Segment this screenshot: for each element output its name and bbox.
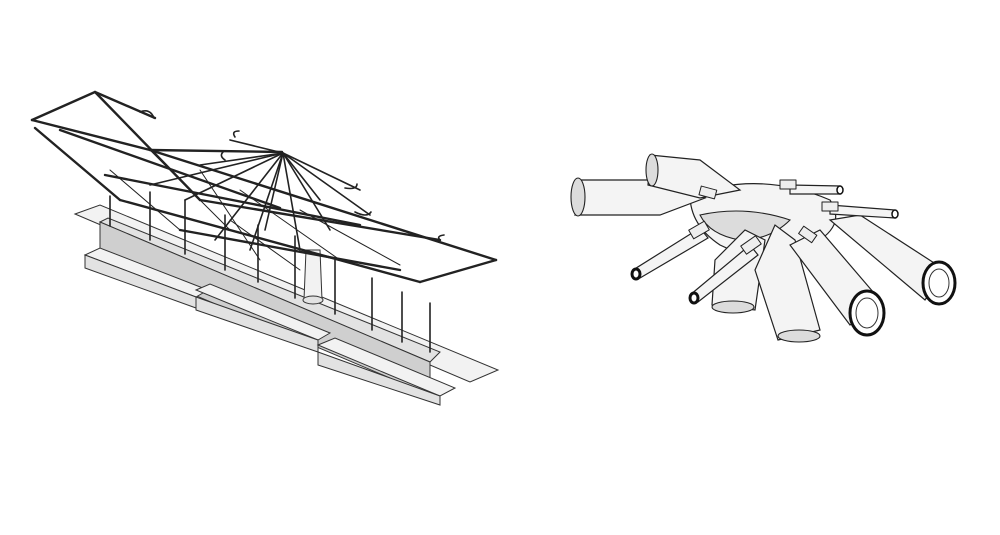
hook-ends (139, 110, 445, 241)
cross-bracing (109, 149, 401, 271)
radial-spokes (149, 139, 371, 251)
central-column (302, 249, 324, 305)
large-tube-right-lower (789, 229, 886, 337)
large-tube-top (645, 153, 742, 199)
large-tube-bottom-center (754, 224, 821, 343)
large-tube-right-upper (828, 214, 957, 306)
truss-structure-drawing (30, 90, 500, 406)
small-strut-tubes (630, 184, 899, 305)
clevis-connectors (688, 179, 839, 255)
central-node-body (689, 183, 837, 257)
vertical-posts (109, 191, 431, 353)
